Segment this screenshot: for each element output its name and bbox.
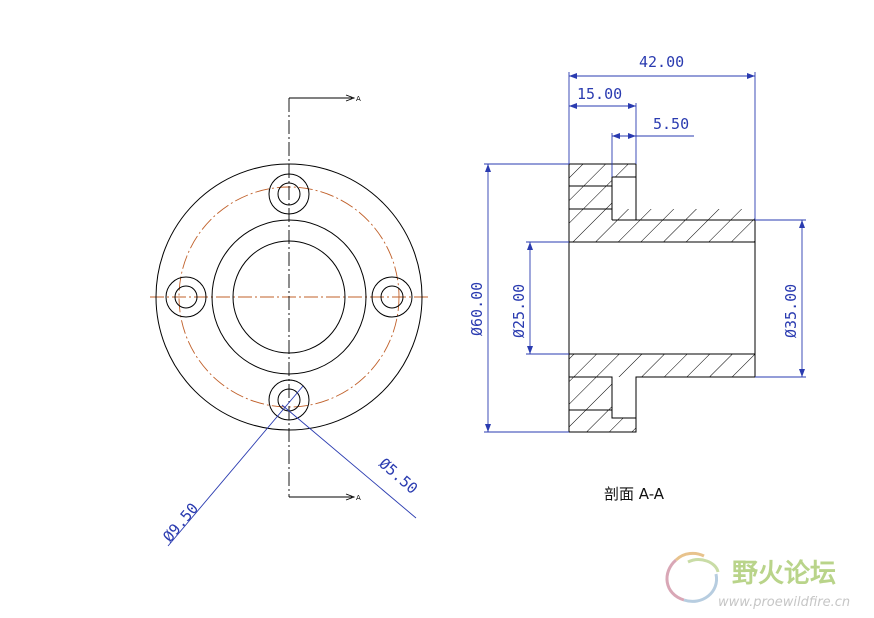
section-caption: 剖面 A-A	[604, 485, 665, 503]
section-dimension-lines	[484, 72, 806, 433]
section-mark-bottom: A	[356, 494, 361, 502]
section-hatching	[569, 164, 755, 432]
front-outlines	[155, 163, 423, 431]
section-arrow-top	[289, 94, 356, 102]
hole-dimension-leaders	[167, 385, 417, 547]
watermark-name: 野火论坛	[732, 559, 836, 589]
dim-bore-diameter: Ø25.00	[510, 284, 528, 338]
section-mark-top: A	[356, 95, 361, 103]
dim-hole-counterbore: Ø9.50	[159, 499, 202, 545]
bolt-hole-right-inner	[380, 285, 404, 309]
bolt-hole-bottom-outer	[268, 379, 310, 421]
section-view: 42.00 15.00 5.50 Ø60.00 Ø25.00 Ø35.00 剖面…	[468, 53, 806, 503]
hub-circle	[211, 219, 367, 375]
watermark: 野火论坛 www.proewildfire.cn	[665, 551, 850, 610]
bolt-hole-top-inner	[277, 182, 301, 206]
dimension-arrowheads	[485, 73, 805, 432]
section-arrow-bottom	[289, 493, 356, 501]
front-view: A A Ø9.50 Ø5.50	[150, 94, 428, 547]
dim-flange-thickness: 15.00	[577, 85, 622, 103]
dim-hub-diameter: Ø35.00	[782, 284, 800, 338]
watermark-logo	[665, 551, 720, 603]
bolt-hole-left-inner	[174, 285, 198, 309]
dim-outer-diameter: Ø60.00	[468, 282, 486, 336]
dim-total-length: 42.00	[639, 53, 684, 71]
flange-outer-circle	[155, 163, 423, 431]
bore-circle	[232, 240, 346, 354]
bolt-hole-right-outer	[371, 276, 413, 318]
dim-hole-through: Ø5.50	[375, 454, 421, 497]
bolt-hole-top-outer	[268, 173, 310, 215]
bolt-hole-left-outer	[165, 276, 207, 318]
watermark-url: www.proewildfire.cn	[718, 595, 850, 610]
dim-counterbore-depth: 5.50	[653, 115, 689, 133]
